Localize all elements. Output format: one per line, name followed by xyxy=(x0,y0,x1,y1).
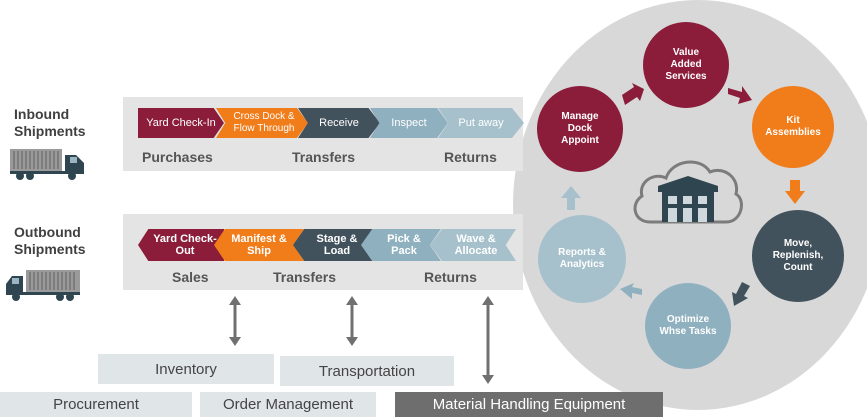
system-box-inventory: Inventory xyxy=(98,354,274,384)
system-box-material-handling-equipment: Material Handling Equipment xyxy=(395,392,663,417)
step-yard-check-in: Yard Check-In xyxy=(138,108,224,138)
node-label: Manage Dock Appoint xyxy=(561,111,599,146)
truck-icon xyxy=(6,270,80,301)
system-label: Material Handling Equipment xyxy=(432,396,626,413)
double-arrow-icon xyxy=(482,296,494,384)
cycle-node-optimize-whse-tasks: Optimize Whse Tasks xyxy=(645,283,731,369)
cycle-arrow-icon xyxy=(561,186,581,210)
step-label: Manifest & Ship xyxy=(231,233,287,257)
cycle-node-kit-assemblies: Kit Assemblies xyxy=(752,86,834,168)
step-put-away: Put away xyxy=(438,108,524,138)
cycle-arrow-icon xyxy=(622,83,644,105)
step-label: Stage & Load xyxy=(316,233,358,257)
cloud-warehouse-icon xyxy=(633,160,743,224)
step-receive: Receive xyxy=(298,108,380,138)
cycle-node-manage-dock-appoint: Manage Dock Appoint xyxy=(537,86,623,172)
step-label: Put away xyxy=(458,117,504,129)
double-arrow-icon xyxy=(229,296,241,346)
node-label: Kit Assemblies xyxy=(765,115,821,138)
node-label: Optimize Whse Tasks xyxy=(659,314,717,337)
step-label: Yard Check-In xyxy=(146,117,216,129)
outbound-category-returns: Returns xyxy=(424,269,477,285)
cycle-node-reports-analytics: Reports & Analytics xyxy=(538,215,626,303)
outbound-category-sales: Sales xyxy=(172,269,209,285)
step-label: Pick & Pack xyxy=(387,233,421,257)
cycle-arrow-icon xyxy=(620,283,642,299)
system-label: Order Management xyxy=(222,396,354,413)
system-box-transportation: Transportation xyxy=(280,356,454,386)
step-label: Receive xyxy=(319,117,359,129)
cycle-arrow-icon xyxy=(732,282,750,306)
cycle-node-value-added-services: Value Added Services xyxy=(643,22,729,108)
system-label: Procurement xyxy=(53,396,139,413)
system-box-order-management: Order Management xyxy=(200,392,376,417)
truck-icon xyxy=(10,149,84,180)
step-pick-pack: Pick & Pack xyxy=(361,229,441,261)
step-stage-load: Stage & Load xyxy=(293,229,373,261)
step-cross-dock: Cross Dock & Flow Through xyxy=(216,108,308,138)
inbound-category-purchases: Purchases xyxy=(142,149,213,165)
step-inspect: Inspect xyxy=(370,108,448,138)
step-label: Wave & Allocate xyxy=(454,233,498,257)
step-label: Inspect xyxy=(391,117,427,129)
cycle-arrow-icon xyxy=(785,180,805,204)
system-label: Inventory xyxy=(155,360,217,378)
node-label: Value Added Services xyxy=(665,47,707,82)
inbound-category-transfers: Transfers xyxy=(292,149,356,165)
step-yard-check-out: Yard Check- Out xyxy=(138,229,224,261)
step-manifest-ship: Manifest & Ship xyxy=(214,229,304,261)
inbound-category-returns: Returns xyxy=(444,149,497,165)
cycle-arrow-icon xyxy=(728,86,752,104)
system-box-procurement: Procurement xyxy=(0,392,192,417)
system-label: Transportation xyxy=(318,362,416,380)
cycle-node-move-replenish-count: Move, Replenish, Count xyxy=(752,210,844,302)
node-label: Move, Replenish, Count xyxy=(772,238,824,273)
double-arrow-icon xyxy=(346,296,358,346)
outbound-category-transfers: Transfers xyxy=(273,269,337,285)
node-label: Reports & Analytics xyxy=(558,247,606,270)
step-label: Yard Check- Out xyxy=(153,233,217,257)
step-label: Cross Dock & Flow Through xyxy=(233,111,295,134)
step-wave-allocate: Wave & Allocate xyxy=(430,229,516,261)
outbound-label: Outbound Shipments xyxy=(14,224,86,257)
inbound-label: Inbound Shipments xyxy=(14,106,86,139)
